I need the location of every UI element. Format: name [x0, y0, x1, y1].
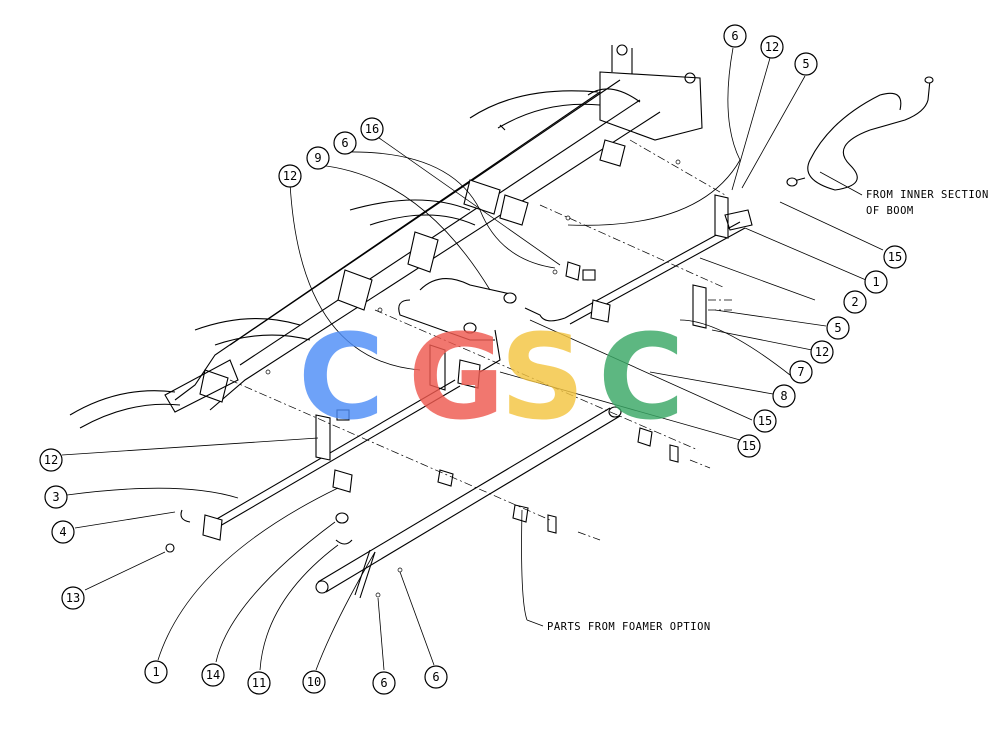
callouts: 6 12 5 16 6 9 12 15 1 2 5 12 7 8 15 15 1… — [39, 24, 907, 695]
svg-text:11: 11 — [252, 676, 266, 690]
svg-text:6: 6 — [380, 676, 387, 690]
callout: 15 — [883, 245, 907, 269]
callout: 8 — [772, 384, 796, 408]
callout: 1 — [864, 270, 888, 294]
middle-spray-tube — [398, 278, 517, 391]
svg-text:15: 15 — [888, 250, 902, 264]
note-inner-section-line2: OF BOOM — [866, 205, 914, 217]
callout: 16 — [360, 117, 384, 141]
svg-text:3: 3 — [52, 490, 59, 504]
svg-text:7: 7 — [797, 365, 804, 379]
callout: 3 — [44, 485, 68, 509]
svg-text:5: 5 — [834, 321, 841, 335]
svg-text:6: 6 — [432, 670, 439, 684]
assembly-lines — [229, 139, 735, 541]
rear-spray-tube — [524, 194, 753, 329]
svg-text:8: 8 — [780, 389, 787, 403]
callout: 15 — [753, 409, 777, 433]
svg-text:13: 13 — [66, 591, 80, 605]
callout: 6 — [424, 665, 448, 689]
callout: 11 — [247, 671, 271, 695]
svg-text:1: 1 — [872, 275, 879, 289]
svg-text:14: 14 — [206, 668, 220, 682]
callout: 2 — [843, 290, 867, 314]
callout: 6 — [372, 671, 396, 695]
watermark-letter: G — [408, 308, 505, 446]
svg-text:15: 15 — [758, 414, 772, 428]
callout: 1 — [144, 660, 168, 684]
svg-text:2: 2 — [851, 295, 858, 309]
svg-text:12: 12 — [765, 40, 779, 54]
svg-text:6: 6 — [731, 29, 738, 43]
boom-beam — [164, 44, 703, 413]
watermark-letter: C — [298, 308, 385, 446]
callout: 6 — [333, 131, 357, 155]
notes: FROM INNER SECTION OF BOOM PARTS FROM FO… — [547, 189, 989, 633]
callout: 4 — [51, 520, 75, 544]
callout: 12 — [39, 448, 63, 472]
callout: 7 — [789, 360, 813, 384]
front-spray-tube — [202, 379, 461, 541]
callout: 12 — [278, 164, 302, 188]
foamer-bar — [315, 406, 679, 599]
callout: 12 — [760, 35, 784, 59]
hardware — [165, 159, 681, 598]
boom-supports — [69, 90, 601, 429]
svg-text:1: 1 — [152, 665, 159, 679]
svg-text:12: 12 — [44, 453, 58, 467]
callout: 5 — [794, 52, 818, 76]
watermark-letter: S — [500, 308, 585, 446]
leader-lines — [61, 47, 884, 671]
hose-inner-section — [786, 76, 934, 196]
callout: 10 — [302, 670, 326, 694]
note-inner-section-line1: FROM INNER SECTION — [866, 189, 989, 201]
svg-text:6: 6 — [341, 136, 348, 150]
svg-text:10: 10 — [307, 675, 321, 689]
watermark-logo: C G S C — [298, 308, 685, 446]
callout: 12 — [810, 340, 834, 364]
callout: 9 — [306, 146, 330, 170]
svg-text:16: 16 — [365, 122, 379, 136]
svg-text:5: 5 — [802, 57, 809, 71]
svg-text:12: 12 — [815, 345, 829, 359]
svg-text:12: 12 — [283, 169, 297, 183]
callout: 15 — [737, 434, 761, 458]
note-foamer: PARTS FROM FOAMER OPTION — [547, 621, 711, 633]
watermark-letter: C — [598, 308, 685, 446]
callout: 5 — [826, 316, 850, 340]
svg-text:9: 9 — [314, 151, 321, 165]
svg-text:15: 15 — [742, 439, 756, 453]
callout: 14 — [201, 663, 225, 687]
callout: 13 — [61, 586, 85, 610]
svg-text:4: 4 — [59, 525, 66, 539]
callout: 6 — [723, 24, 747, 48]
